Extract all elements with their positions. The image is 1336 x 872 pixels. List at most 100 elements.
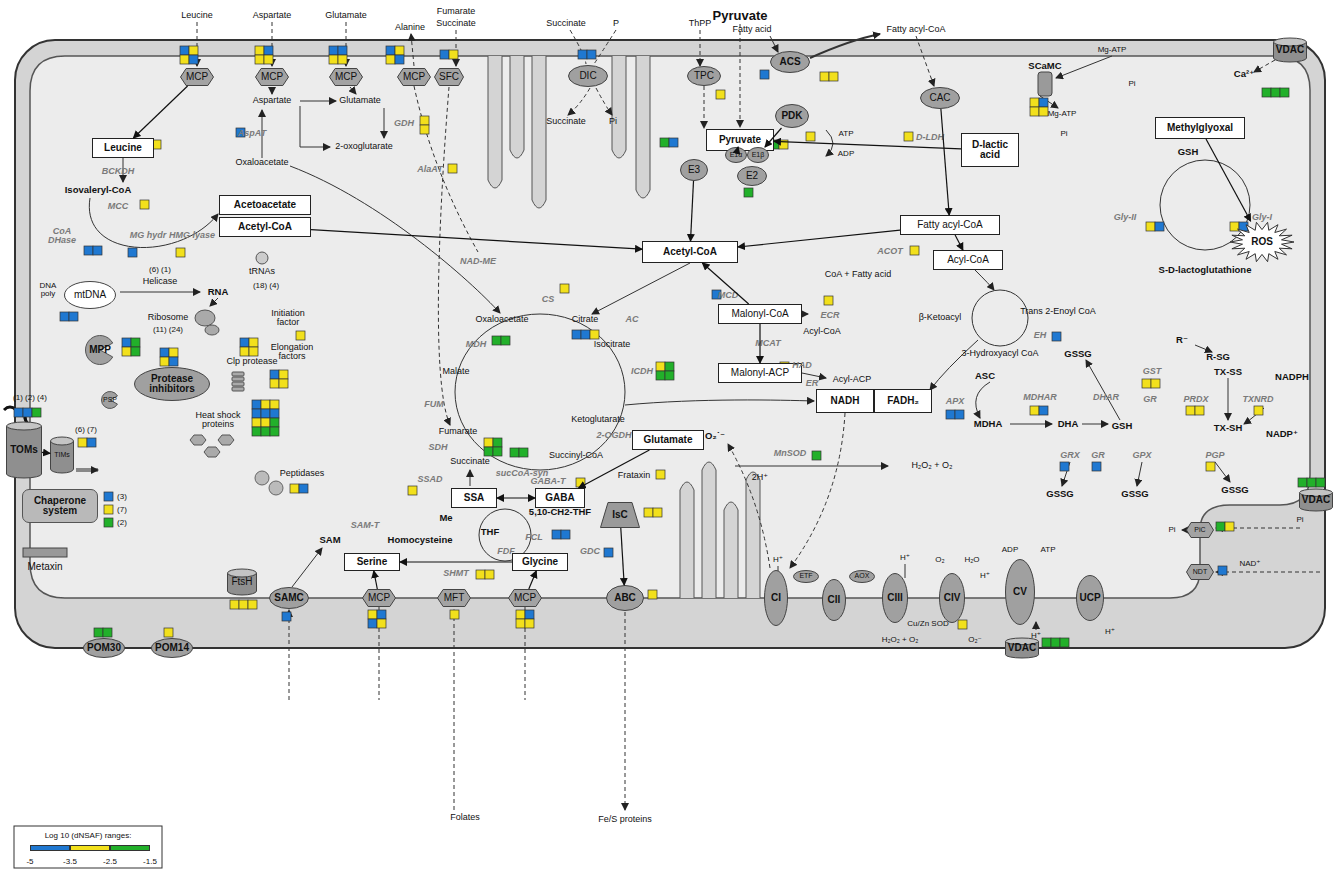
text-label: TX-SS <box>1214 367 1242 377</box>
abundance-square <box>128 248 137 257</box>
abundance-square <box>252 427 261 436</box>
text-label: ATP <box>1041 546 1056 554</box>
node-label: Glutamate <box>644 435 693 446</box>
node-label: E3 <box>688 165 700 176</box>
legend-swatch <box>70 845 110 851</box>
node-hex: PiC <box>1186 522 1214 538</box>
ribosome-icon <box>195 310 215 326</box>
abundance-square <box>656 470 665 479</box>
abundance-square <box>1195 406 1204 415</box>
node-ell: TPC <box>687 66 721 86</box>
node-label: FADH₂ <box>887 396 919 407</box>
abundance-square <box>1030 98 1039 107</box>
text-label: Initiation factor <box>264 309 312 328</box>
connector-arrow <box>691 181 694 241</box>
abundance-square <box>249 347 258 356</box>
connector-arrow <box>621 528 624 585</box>
connector-arrow <box>702 263 748 304</box>
node-label: Acetyl-CoA <box>663 247 717 258</box>
abundance-square <box>270 409 279 418</box>
pathway-arrow <box>1040 96 1058 108</box>
text-label: (1) (2) (4) <box>13 394 47 402</box>
abundance-square <box>1225 522 1234 531</box>
connector-arrow <box>42 452 50 453</box>
crista <box>746 472 760 598</box>
abundance-square <box>60 312 69 321</box>
text-label: (6) (1) <box>149 266 171 274</box>
node-label: CV <box>1013 587 1027 598</box>
node-pac: MPP <box>83 335 117 365</box>
text-label: H⁺ <box>773 556 783 564</box>
node-label: SSA <box>464 493 485 504</box>
text-label: THF <box>481 527 499 537</box>
node-label: MCP <box>368 593 390 604</box>
text-label: Ca²⁺ <box>1234 69 1254 79</box>
pathway-arrow <box>300 101 336 102</box>
node-ellipse <box>1006 560 1035 625</box>
node-label: MPP <box>89 345 111 356</box>
pathway-arrow <box>700 30 701 66</box>
node-label: E1α <box>730 151 743 158</box>
node-label: Acetoacetate <box>234 200 296 211</box>
text-label: Leucine <box>181 11 213 20</box>
abundance-square <box>395 46 404 55</box>
text-label: DHA <box>1058 419 1079 429</box>
text-label: ASC <box>975 371 995 381</box>
text-label: GSSG <box>1064 349 1091 359</box>
legend-swatch <box>110 845 150 851</box>
abundance-square <box>450 610 459 619</box>
pathway-arrow <box>454 610 455 810</box>
abundance-square <box>1271 88 1280 97</box>
pathway-arrow <box>289 610 290 700</box>
abundance-square <box>448 164 457 173</box>
text-label: EH <box>1034 331 1047 340</box>
text-label: Succinate <box>436 19 476 28</box>
node-cyl: VDAC <box>1273 38 1307 62</box>
node-cyl: TOMs <box>6 422 42 478</box>
connector-arrow <box>311 230 642 250</box>
transporter-hexagon <box>1187 565 1214 580</box>
node-box: NADH <box>816 389 874 413</box>
node-ell: SAMC <box>269 587 309 609</box>
node-cyl: TIMs <box>50 437 74 473</box>
node-label: MCP <box>335 72 357 83</box>
text-label: Malate <box>442 367 469 376</box>
text-label: SCaMC <box>1028 61 1061 71</box>
connector-arrow <box>1206 139 1251 221</box>
pathway-arrow <box>740 24 741 127</box>
text-label: Pi <box>1128 80 1135 88</box>
pathway-arrow <box>1254 60 1275 72</box>
abundance-square <box>1039 406 1048 415</box>
abundance-square <box>1262 88 1271 97</box>
abundance-square <box>1218 566 1227 575</box>
pathway-arrow <box>290 166 500 313</box>
node-ell: POM14 <box>151 638 193 658</box>
text-label: NADPH <box>1275 372 1309 382</box>
text-label: AspAT <box>238 129 266 138</box>
abundance-square <box>420 116 429 125</box>
abundance-square <box>131 347 140 356</box>
text-label: (3) <box>117 493 127 501</box>
node-label: ROS <box>1251 237 1273 248</box>
abundance-square <box>270 418 279 427</box>
node-label: mtDNA <box>74 290 106 301</box>
abundance-square <box>552 530 561 539</box>
abundance-square <box>484 447 493 456</box>
abundance-square <box>386 55 395 64</box>
node-ellipse <box>270 588 309 609</box>
abundance-square <box>653 508 662 517</box>
abundance-square <box>252 409 261 418</box>
clp-protease-icon <box>232 387 244 391</box>
node-ellipse <box>765 571 788 626</box>
text-label: H₂O <box>964 556 979 564</box>
abundance-square <box>104 518 113 527</box>
node-label: TIMs <box>54 451 70 458</box>
abundance-square <box>476 570 485 579</box>
abundance-square <box>581 330 590 339</box>
crista <box>488 56 502 188</box>
abundance-square <box>386 46 395 55</box>
node-label: E1β <box>752 151 765 158</box>
node-label: MFT <box>444 593 465 604</box>
transporter-hexagon <box>509 590 542 607</box>
abundance-square <box>169 357 178 366</box>
